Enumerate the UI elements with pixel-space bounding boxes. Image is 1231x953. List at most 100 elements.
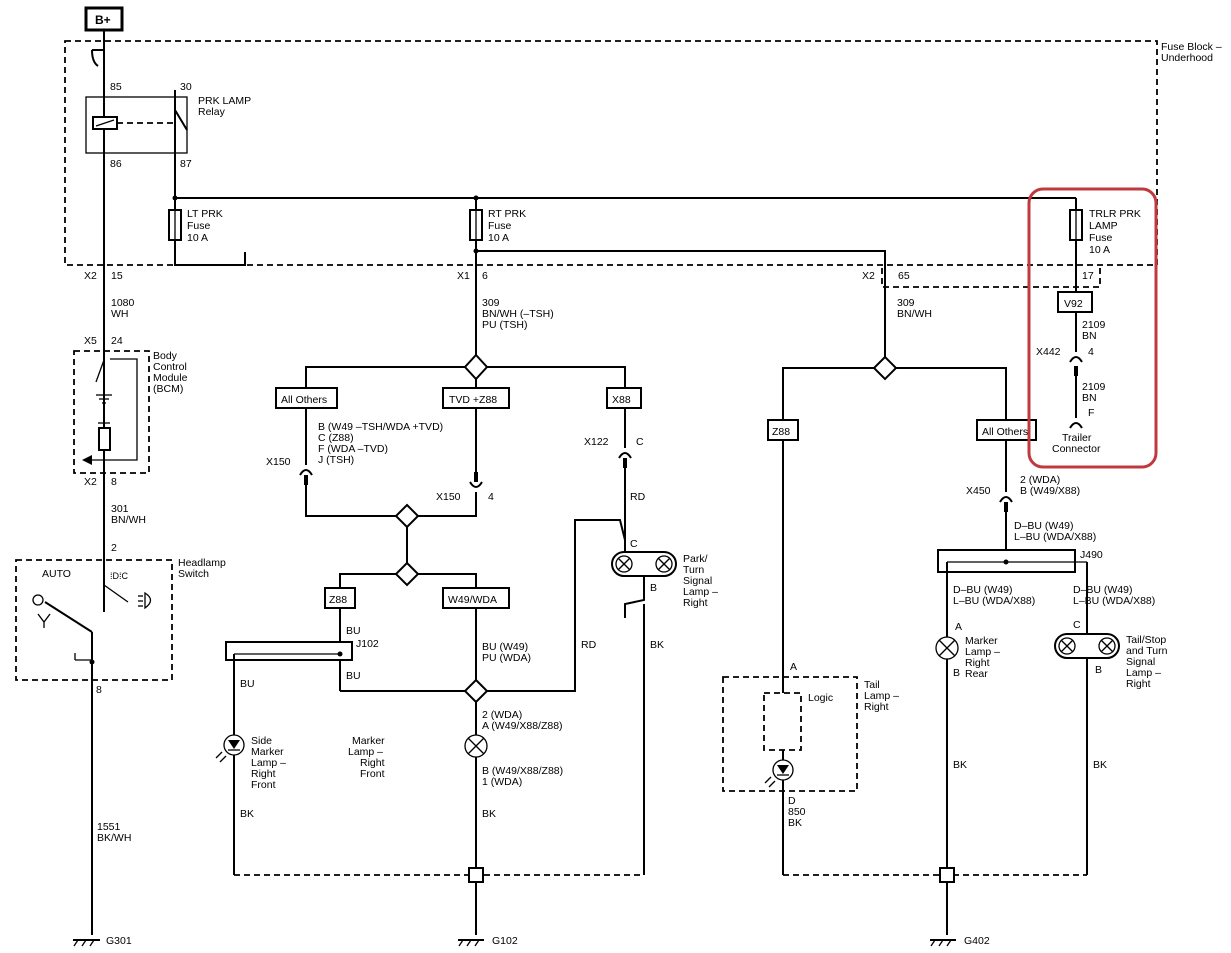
x2-pin-8: 8 xyxy=(111,476,117,488)
tail-stop-1: Tail/Stop xyxy=(1126,634,1166,646)
bcm-label-3: Module xyxy=(153,372,188,384)
marker-rear-4: Rear xyxy=(965,668,988,680)
tail-lamp-2: Lamp – xyxy=(864,690,899,702)
tail-stop-turn-lamp: C B Tail/Stop and Turn Signal Lamp – Rig… xyxy=(1054,619,1168,875)
headlamp-switch-pin-2: 2 xyxy=(111,542,117,554)
rt-fuse-name: RT PRK xyxy=(488,208,526,220)
relay-name: PRK LAMP xyxy=(198,95,251,107)
splice-diamond-option xyxy=(394,561,420,587)
lt-fuse-name: LT PRK xyxy=(187,208,223,220)
x150-pin-2: C (Z88) xyxy=(318,432,354,444)
relay-pin-85: 85 xyxy=(110,81,122,93)
marker-front-4: Front xyxy=(360,768,385,780)
marker-lamp-right-front: Marker Lamp – Right Front 2 (WDA) A (W49… xyxy=(348,702,563,868)
prk-lamp-relay: 85 30 86 87 PRK LAMP Relay xyxy=(85,50,251,612)
side-marker-5: Front xyxy=(251,779,276,791)
option-all-others-1-label: All Others xyxy=(281,394,327,406)
marker-rear-2: Lamp – xyxy=(965,646,1000,658)
wire-301-num: 301 xyxy=(111,503,129,515)
wire-309-color: BN/WH (–TSH) xyxy=(482,308,554,320)
option-z88-a-label: Z88 xyxy=(329,594,347,606)
marker-pin-bot-1: B (W49/X88/Z88) xyxy=(482,765,563,777)
lt-prk-fuse: LT PRK Fuse 10 A xyxy=(168,208,246,266)
marker-front-1: Marker xyxy=(352,735,385,747)
j102-bu-bottom: BU xyxy=(346,670,361,682)
x150b-pin-4: 4 xyxy=(488,491,494,503)
tail-stop-4: Lamp – xyxy=(1126,667,1161,679)
x5-pin-24: 24 xyxy=(111,335,123,347)
x150-pin-1: B (W49 –TSH/WDA +TVD) xyxy=(318,421,443,433)
marker-pin-bot-2: 1 (WDA) xyxy=(482,776,522,788)
marker-front-2: Lamp – xyxy=(348,746,383,758)
bcm-label-2: Control xyxy=(153,361,187,373)
x5-conn: X5 xyxy=(84,335,97,347)
trlr-fuse-rating: 10 A xyxy=(1089,244,1110,256)
g402-label: G402 xyxy=(964,935,990,947)
park-turn-1: Park/ xyxy=(683,553,708,565)
fuse-block: Fuse Block – Underhood xyxy=(64,40,1222,266)
ground-g102: G102 xyxy=(234,867,644,947)
marker-pin-top-1: 2 (WDA) xyxy=(482,709,522,721)
ground-g301: G301 xyxy=(73,935,132,947)
wire-1080-num: 1080 xyxy=(111,297,135,309)
svg-text:⁞D⁞C: ⁞D⁞C xyxy=(110,571,129,581)
wire-850-num: 850 xyxy=(788,806,806,818)
option-z88-b: Z88 xyxy=(767,419,799,441)
tail-lamp-3: Right xyxy=(864,701,889,713)
wire-301-color: BN/WH xyxy=(111,514,146,526)
x442-pin: 4 xyxy=(1088,346,1094,358)
j102-bu-left: BU xyxy=(240,678,255,690)
lt-fuse-word: Fuse xyxy=(187,220,211,232)
g102-label: G102 xyxy=(492,935,518,947)
rt-prk-fuse: RT PRK Fuse 10 A xyxy=(469,198,886,365)
option-z88-a: Z88 xyxy=(324,587,356,609)
wire-2109b-num: 2109 xyxy=(1082,381,1106,393)
park-pin-c: C xyxy=(630,538,638,550)
x442-conn: X442 xyxy=(1036,346,1061,358)
headlamp-switch: 2 Headlamp Switch AUTO 8 ⁞D⁞C xyxy=(15,542,226,696)
trailer-pin-f: F xyxy=(1088,407,1094,419)
park-turn-3: Signal xyxy=(683,575,712,587)
x122-pin: C xyxy=(636,436,644,448)
side-marker-4: Right xyxy=(251,768,276,780)
rt-fuse-rating: 10 A xyxy=(488,232,509,244)
park-turn-4: Lamp – xyxy=(683,586,718,598)
marker-rear-3: Right xyxy=(965,657,990,669)
marker-pin-top-2: A (W49/X88/Z88) xyxy=(482,720,563,732)
trailer-connector-1: Trailer xyxy=(1062,432,1092,444)
rd-label-1: RD xyxy=(581,639,597,651)
x2-65-conn: X2 xyxy=(862,270,875,282)
trlr-fuse-name: TRLR PRK xyxy=(1089,208,1141,220)
fuse-block-title: Fuse Block – xyxy=(1161,41,1222,53)
bcm-label-1: Body xyxy=(153,350,178,362)
j102-bu-top: BU xyxy=(346,625,361,637)
tail-pin-a: A xyxy=(790,661,797,673)
bu-w49: BU (W49) xyxy=(482,641,528,653)
pu-wda: PU (WDA) xyxy=(482,652,531,664)
j490-label: J490 xyxy=(1080,549,1103,561)
tail-stop-5: Right xyxy=(1126,678,1151,690)
park-turn-2: Turn xyxy=(683,564,704,576)
trlr-fuse-pin-17: 17 xyxy=(1082,270,1094,282)
x150-pin-4: J (TSH) xyxy=(318,454,354,466)
park-turn-signal-lamp: X122 C RD C B Park/ Turn Signal Lamp – R… xyxy=(584,408,718,875)
x2-pin-65: 65 xyxy=(898,270,910,282)
parking-lamp-icon: ⁞D⁞C xyxy=(110,571,129,581)
wire-1080-color: WH xyxy=(111,308,129,320)
tail-stop-2: and Turn xyxy=(1126,645,1168,657)
tail-lamp-1: Tail xyxy=(864,679,880,691)
x1-conn: X1 xyxy=(457,270,470,282)
side-marker-3: Lamp – xyxy=(251,757,286,769)
relay-pin-87: 87 xyxy=(180,158,192,170)
option-all-others-1: All Others xyxy=(275,387,338,409)
side-marker-2: Marker xyxy=(251,746,284,758)
dbu-6: L–BU (WDA/X88) xyxy=(1073,595,1155,607)
marker-rear-pin-b: B xyxy=(953,667,960,679)
bcm-label-4: (BCM) xyxy=(153,383,183,395)
dbu-4: L–BU (WDA/X88) xyxy=(953,595,1035,607)
marker-rear-1: Marker xyxy=(965,635,998,647)
splice-diamond-right xyxy=(872,355,898,381)
x2-pin-15: 15 xyxy=(111,270,123,282)
option-w49-wda-label: W49/WDA xyxy=(448,594,497,606)
